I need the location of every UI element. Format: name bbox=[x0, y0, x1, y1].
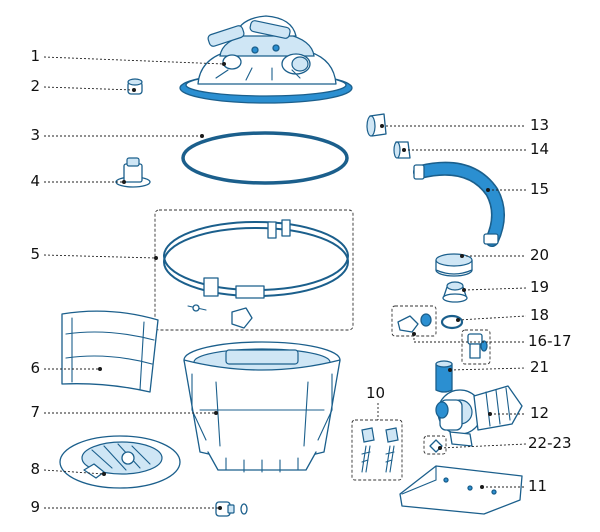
part-20-threaded-cap bbox=[435, 253, 473, 277]
callout-20: 20 bbox=[530, 246, 550, 264]
part-5-clamp-set bbox=[154, 209, 354, 331]
callout-15: 15 bbox=[530, 180, 550, 198]
callout-16-17: 16-17 bbox=[528, 332, 572, 350]
part-10-bolt-set bbox=[351, 419, 403, 481]
part-1-valve-lid bbox=[179, 15, 353, 104]
part-12-pump bbox=[435, 385, 523, 447]
callout-14: 14 bbox=[530, 140, 550, 158]
callout-1: 1 bbox=[30, 47, 40, 65]
callout-11: 11 bbox=[528, 477, 548, 495]
callout-21: 21 bbox=[530, 358, 550, 376]
part-7-tank-body bbox=[183, 341, 341, 473]
leader-lines bbox=[43, 56, 527, 510]
part-13-connector bbox=[366, 113, 387, 137]
part-18-small-o-ring bbox=[440, 314, 464, 330]
part-22-23-small-fittings bbox=[423, 435, 447, 455]
callout-10: 10 bbox=[366, 384, 386, 402]
callout-22-23: 22-23 bbox=[528, 434, 572, 452]
part-3-o-ring bbox=[181, 131, 349, 185]
part-19-valve-cap bbox=[442, 281, 468, 303]
callout-7: 7 bbox=[30, 403, 40, 421]
callout-2: 2 bbox=[30, 77, 40, 95]
part-11-pump-base bbox=[399, 465, 523, 515]
callout-8: 8 bbox=[30, 460, 40, 478]
part-8-base-plate bbox=[59, 435, 181, 489]
callout-6: 6 bbox=[30, 359, 40, 377]
callout-5: 5 bbox=[30, 245, 40, 263]
callout-19: 19 bbox=[530, 278, 550, 296]
part-2-knob bbox=[127, 78, 143, 95]
part-16-17-fitting-set bbox=[391, 305, 491, 365]
part-21-cartridge bbox=[435, 360, 453, 393]
part-15-hose bbox=[413, 161, 505, 247]
part-6-grid-section bbox=[61, 310, 159, 393]
callout-18: 18 bbox=[530, 306, 550, 324]
callout-4: 4 bbox=[30, 172, 40, 190]
part-4-air-valve bbox=[115, 157, 151, 188]
callout-9: 9 bbox=[30, 498, 40, 516]
callout-3: 3 bbox=[30, 126, 40, 144]
part-9-drain-plug bbox=[215, 501, 248, 517]
callout-13: 13 bbox=[530, 116, 550, 134]
callout-12: 12 bbox=[530, 404, 550, 422]
